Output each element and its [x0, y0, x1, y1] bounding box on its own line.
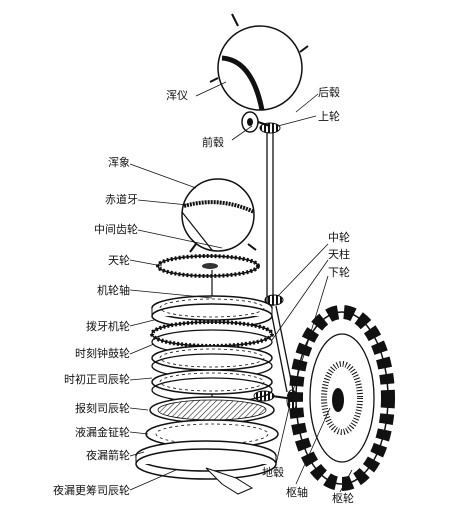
label-chidaoya: 赤道牙: [105, 193, 138, 206]
label-yelou-gengchou-sichenlun: 夜漏更筹司辰轮: [53, 484, 130, 497]
leader-lines: [130, 82, 352, 492]
label-shulun: 枢轮: [332, 492, 354, 505]
label-hunyi: 浑仪: [166, 89, 188, 102]
heaven-wheel: [158, 256, 258, 276]
label-zhonglun: 中轮: [328, 231, 350, 244]
label-digu: 地毂: [262, 466, 284, 479]
label-shuzhou: 枢轴: [286, 486, 308, 499]
label-baokesichenlun: 报刻司辰轮: [75, 402, 130, 415]
label-boyajilun: 拨牙机轮: [86, 320, 130, 333]
top-gears: [242, 112, 280, 133]
label-hougu: 后毂: [318, 86, 340, 99]
label-zhongjianchilun: 中间齿轮: [94, 223, 138, 236]
armillary-sphere: [210, 14, 308, 110]
label-shikezhongdaolun: 时刻钟鼓轮: [75, 347, 130, 360]
wheel-stack: [136, 296, 278, 494]
celestial-globe: [182, 179, 256, 252]
label-tianzhu: 天柱: [328, 248, 350, 261]
drive-assembly: [254, 312, 388, 484]
label-shichuzhengsichenlun: 时初正司辰轮: [64, 373, 130, 386]
label-shanglun: 上轮: [318, 110, 340, 123]
label-tianlun: 天轮: [108, 254, 130, 267]
label-hunxiang: 浑象: [108, 156, 130, 169]
label-qiangu: 前毂: [202, 136, 224, 149]
label-yelou-jianlun: 夜漏箭轮: [86, 449, 130, 462]
label-yelou-jinzhenglun: 液漏金钲轮: [75, 426, 130, 439]
label-xialun: 下轮: [328, 266, 350, 279]
vertical-shaft: [265, 132, 293, 392]
label-jilunzhou: 机轮轴: [97, 284, 130, 297]
